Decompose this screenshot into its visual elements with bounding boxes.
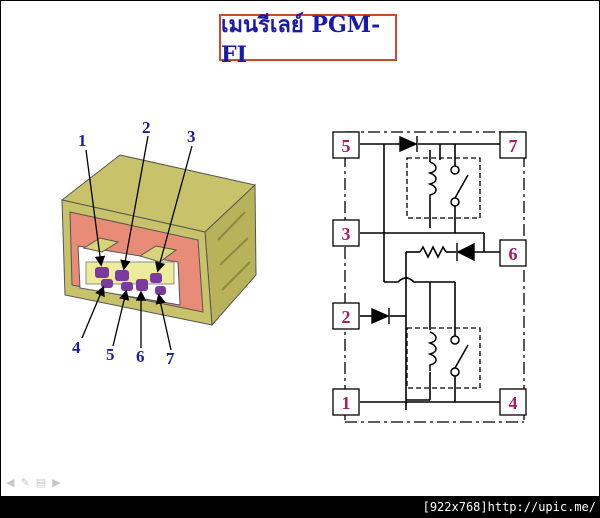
- callout-2: 2: [142, 118, 151, 137]
- terminal-4: [101, 279, 113, 288]
- slideshow-nav: ◀ ✎ ▤ ▶: [6, 476, 61, 489]
- pin-box-4: 4: [499, 388, 527, 416]
- schematic-pins: 5 7 3 6 2 1 4: [332, 131, 527, 416]
- terminal-5: [121, 282, 133, 291]
- pin-box-1: 1: [332, 388, 360, 416]
- page-title: เมนรีเลย์ PGM-FI: [221, 12, 381, 68]
- svg-text:6: 6: [509, 244, 518, 264]
- pin-box-6: 6: [499, 239, 527, 267]
- callout-3: 3: [187, 127, 196, 146]
- arrow-left-icon[interactable]: ◀: [6, 476, 15, 489]
- svg-text:7: 7: [509, 136, 518, 156]
- svg-text:2: 2: [342, 307, 351, 327]
- slide-icon[interactable]: ▤: [35, 476, 47, 489]
- title-box: เมนรีเลย์ PGM-FI: [219, 12, 397, 68]
- callout-4: 4: [72, 338, 81, 357]
- relay-diagram: 1 2 3 4 5 6 7: [60, 118, 527, 423]
- pin-box-7: 7: [499, 131, 527, 159]
- svg-text:4: 4: [509, 393, 518, 413]
- arrow-right-icon[interactable]: ▶: [52, 476, 61, 489]
- svg-text:1: 1: [342, 393, 351, 413]
- pen-icon[interactable]: ✎: [20, 476, 30, 489]
- relay-schematic: [344, 131, 525, 423]
- terminal-6: [136, 279, 148, 291]
- terminal-2: [115, 270, 129, 281]
- pin-box-3: 3: [332, 219, 360, 247]
- pin-box-5: 5: [332, 131, 360, 159]
- callout-6: 6: [136, 347, 145, 366]
- terminal-7: [155, 286, 166, 295]
- svg-text:3: 3: [342, 224, 351, 244]
- footer-text: [922x768]http://upic.me/: [422, 500, 596, 514]
- callout-1: 1: [78, 131, 87, 150]
- terminal-3: [150, 273, 162, 283]
- pin-box-2: 2: [332, 302, 360, 330]
- terminal-1: [95, 267, 109, 278]
- callout-7: 7: [166, 349, 175, 368]
- callout-5: 5: [106, 345, 115, 364]
- footer-bar: [922x768]http://upic.me/: [0, 496, 600, 518]
- svg-text:5: 5: [342, 136, 351, 156]
- relay-illustration: 1 2 3 4 5 6 7: [60, 118, 257, 368]
